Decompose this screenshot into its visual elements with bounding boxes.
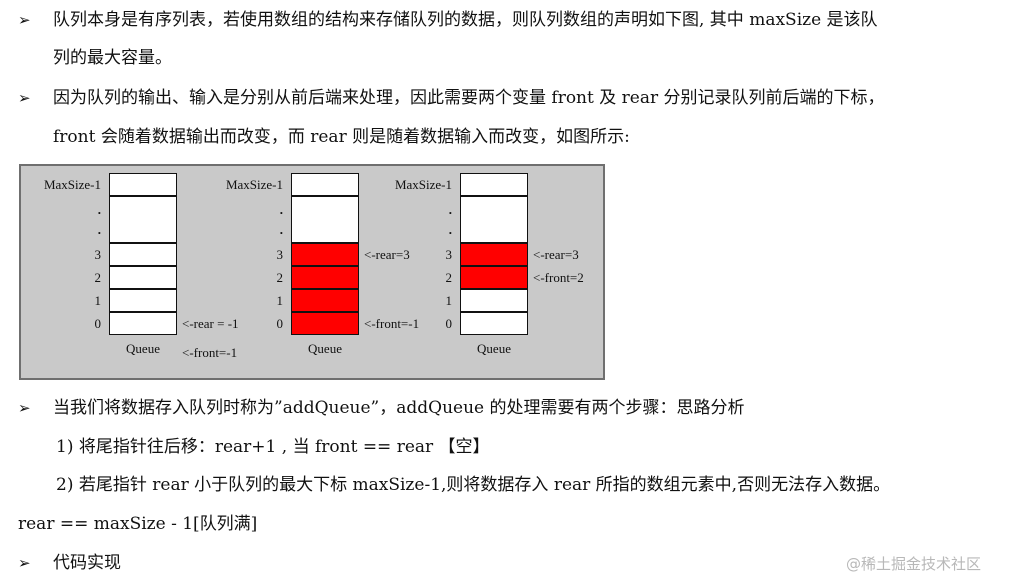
queue-cell-2 — [109, 266, 177, 289]
gap-dot: . — [448, 202, 452, 217]
pointer-label: <-front=-1 — [182, 345, 238, 360]
gap-dot: . — [279, 222, 283, 237]
index-label: 0 — [276, 316, 284, 331]
pointer-label: <-front=-1 — [364, 316, 420, 331]
paragraph-2-line-2: front 会随着数据输出而改变，而 rear 则是随着数据输入而改变，如图所示… — [53, 127, 630, 147]
pointer-label: <-rear = -1 — [182, 316, 239, 331]
bullet-icon: ➢ — [18, 554, 31, 572]
bullet-icon: ➢ — [18, 11, 31, 29]
queue-cell-3 — [109, 243, 177, 266]
pointer-label: <-front=2 — [533, 270, 584, 285]
pointer-label: <-rear=3 — [364, 247, 410, 262]
queue-cell-1 — [291, 289, 359, 312]
index-label: 0 — [94, 316, 102, 331]
queue-cell-0 — [460, 312, 528, 335]
queue-cell-gap — [460, 196, 528, 243]
max-index-label: MaxSize-1 — [394, 177, 452, 192]
queue-cell-gap — [109, 196, 177, 243]
index-label: 0 — [445, 316, 453, 331]
index-label: 2 — [445, 270, 453, 285]
paragraph-3-line: 当我们将数据存入队列时称为”addQueue”，addQueue 的处理需要有两… — [53, 398, 745, 418]
queue-caption: Queue — [126, 341, 160, 356]
index-label: 1 — [94, 293, 102, 308]
index-label: 1 — [276, 293, 284, 308]
paragraph-1-line-1: 队列本身是有序列表，若使用数组的结构来存储队列的数据，则队列数组的声明如下图, … — [53, 10, 878, 30]
step-2: 2) 若尾指针 rear 小于队列的最大下标 maxSize-1,则将数据存入 … — [56, 475, 891, 495]
queue-cell-gap — [291, 196, 359, 243]
gap-dot: . — [279, 202, 283, 217]
queue-cell-2 — [291, 266, 359, 289]
paragraph-2-line-1: 因为队列的输出、输入是分别从前后端来处理，因此需要两个变量 front 及 re… — [53, 88, 885, 108]
queue-caption: Queue — [477, 341, 511, 356]
queue-cell-0 — [109, 312, 177, 335]
queue-cell-1 — [109, 289, 177, 312]
bullet-icon: ➢ — [18, 399, 31, 417]
index-label: 3 — [276, 247, 284, 262]
gap-dot: . — [448, 222, 452, 237]
queue-cell-3 — [460, 243, 528, 266]
queue-cell-3 — [291, 243, 359, 266]
step-1: 1) 将尾指针往后移：rear+1 , 当 front == rear 【空】 — [56, 437, 490, 457]
bullet-icon: ➢ — [18, 89, 31, 107]
queue-cell-1 — [460, 289, 528, 312]
queue-cell-max — [291, 173, 359, 196]
queue-caption: Queue — [308, 341, 342, 356]
paragraph-1-line-2: 列的最大容量。 — [53, 48, 172, 68]
index-label: 1 — [445, 293, 453, 308]
max-index-label: MaxSize-1 — [43, 177, 101, 192]
index-label: 2 — [276, 270, 284, 285]
max-index-label: MaxSize-1 — [225, 177, 283, 192]
index-label: 2 — [94, 270, 102, 285]
pointer-label: <-rear=3 — [533, 247, 579, 262]
queue-cell-max — [460, 173, 528, 196]
gap-dot: . — [97, 202, 101, 217]
index-label: 3 — [94, 247, 102, 262]
queue-cell-0 — [291, 312, 359, 335]
watermark: @稀土掘金技术社区 — [846, 555, 982, 573]
index-label: 3 — [445, 247, 453, 262]
gap-dot: . — [97, 222, 101, 237]
paragraph-4-line: 代码实现 — [53, 553, 121, 573]
queue-cell-2 — [460, 266, 528, 289]
queue-cell-max — [109, 173, 177, 196]
full-condition: rear == maxSize - 1[队列满] — [18, 514, 258, 534]
